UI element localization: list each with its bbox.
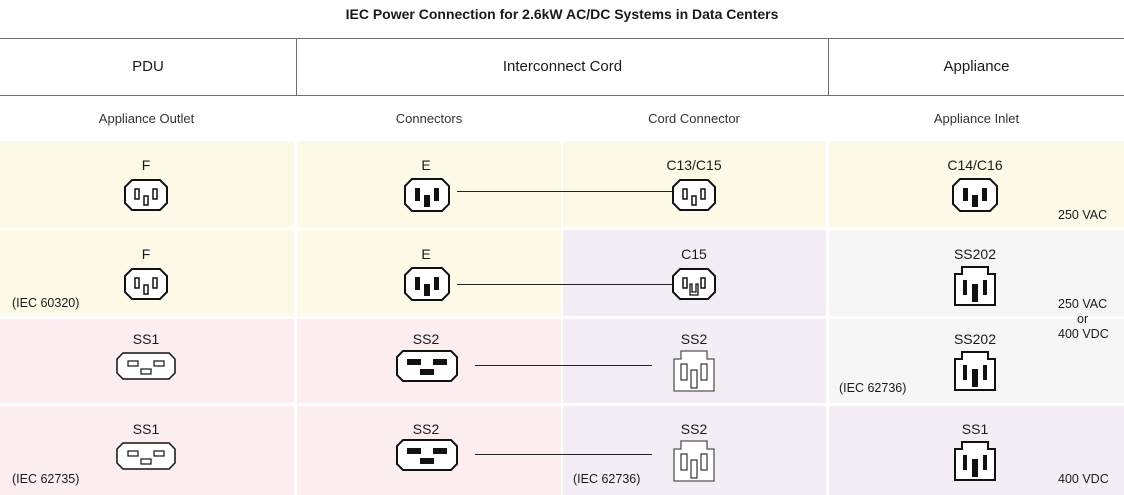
iec-62736-cord-note: (IEC 62736) [573,472,641,486]
column-cord-connector: Cord Connector [648,111,740,126]
header-divider-2 [828,38,829,96]
ss2-cord-icon [673,440,715,482]
header-top-rule [0,38,1124,39]
iec-62736-inlet-note: (IEC 62736) [839,381,907,395]
r3-connector-label: SS2 [412,331,440,347]
voltage-400vdc-label: 400 VDC [1058,327,1109,341]
ss1-inlet-icon [954,441,996,481]
column-appliance-outlet: Appliance Outlet [98,111,195,126]
cord-wire-1 [457,191,672,192]
voltage-250vac-label: 250 VAC [1058,208,1108,222]
group-appliance: Appliance [943,58,1010,75]
r1-outlet-label: F [141,157,151,173]
c15-icon [672,268,716,300]
male-e-icon [404,267,450,301]
c13-c15-icon [672,179,716,211]
header-bottom-rule [0,95,1124,96]
column-appliance-inlet: Appliance Inlet [933,111,1020,126]
group-pdu: PDU [132,58,164,75]
r3-inlet-label: SS202 [953,331,997,347]
female-f-icon [124,268,168,300]
female-f-icon [124,179,168,211]
r1-inlet-label: C14/C16 [947,157,1003,173]
voltage-or-label: or [1077,312,1089,326]
column-connectors: Connectors [395,111,463,126]
ss2-cord-icon [673,350,715,392]
r4-inlet-label: SS1 [961,421,989,437]
iec-62735-note: (IEC 62735) [12,472,80,486]
diagram-title: IEC Power Connection for 2.6kW AC/DC Sys… [345,6,779,22]
iec-60320-note: (IEC 60320) [12,296,80,310]
r2-cord-connector-label: C15 [681,246,707,262]
r1-cord-connector-label: C13/C15 [666,157,722,173]
ss1-icon [116,352,176,380]
r4-cord-connector-label: SS2 [680,421,708,437]
ss1-icon [116,442,176,470]
r3-cord-connector-label: SS2 [680,331,708,347]
cord-wire-4 [475,454,652,455]
r1-connector-label: E [421,157,431,173]
male-e-icon [404,178,450,212]
r2-connector-label: E [421,246,431,262]
ss2-male-icon [396,439,458,471]
group-interconnect-cord: Interconnect Cord [502,58,623,75]
ss202-icon [954,266,996,306]
header-divider-1 [296,38,297,96]
r2-outlet-label: F [141,246,151,262]
r2-inlet-label: SS202 [953,246,997,262]
c14-c16-icon [952,178,998,212]
ss2-male-icon [396,350,458,382]
cord-wire-2 [457,284,672,285]
voltage-400vdc-bottom-label: 400 VDC [1058,472,1109,486]
voltage-250vac-or-400vdc-label: 250 VAC [1058,297,1108,311]
r4-connector-label: SS2 [412,421,440,437]
r4-outlet-label: SS1 [132,421,160,437]
ss202-icon [954,351,996,391]
r3-outlet-label: SS1 [132,331,160,347]
cord-wire-3 [475,365,652,366]
